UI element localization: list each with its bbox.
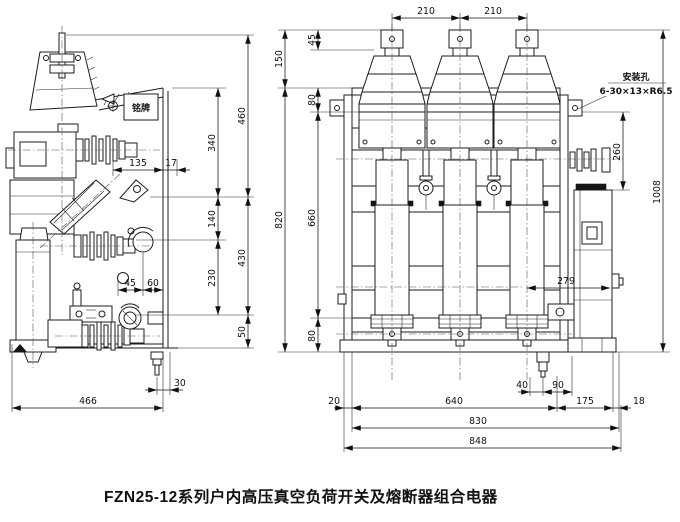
dim-430: 430 bbox=[237, 249, 248, 267]
dim-660: 660 bbox=[307, 209, 318, 227]
dim-466: 466 bbox=[79, 396, 97, 407]
dim-90: 90 bbox=[552, 380, 564, 391]
dim-150: 150 bbox=[274, 50, 285, 68]
dim-210-right: 210 bbox=[484, 6, 502, 17]
mounting-hole-label: 安装孔 bbox=[622, 71, 649, 83]
dim-830: 830 bbox=[469, 416, 487, 427]
dim-1008: 1008 bbox=[652, 180, 663, 204]
dim-230: 230 bbox=[207, 269, 218, 287]
mechanism bbox=[547, 147, 624, 353]
dim-175: 175 bbox=[576, 396, 594, 407]
nameplate-label: 铭牌 bbox=[132, 102, 150, 114]
dim-80-lower: 80 bbox=[307, 330, 318, 342]
dim-135: 135 bbox=[129, 158, 147, 169]
side-view: 铭牌 bbox=[5, 26, 254, 412]
dim-45: 45 bbox=[124, 278, 136, 289]
side-view-dimensions: 135 17 45 60 30 466 340 140 230 bbox=[11, 34, 254, 412]
dim-640: 640 bbox=[445, 396, 463, 407]
mounting-hole-spec: 6-30×13×R6.5 bbox=[599, 87, 672, 97]
dim-260: 260 bbox=[612, 143, 623, 161]
front-view: 安装孔 6-30×13×R6.5 210 210 bbox=[274, 6, 673, 452]
dim-340: 340 bbox=[207, 134, 218, 152]
dim-50: 50 bbox=[237, 326, 248, 338]
mounting-lug-left bbox=[329, 99, 345, 117]
operating-shaft-upper bbox=[132, 231, 154, 253]
dim-279: 279 bbox=[557, 276, 575, 287]
dim-60: 60 bbox=[147, 278, 159, 289]
dim-45-pad: 45 bbox=[307, 34, 318, 46]
dim-210-left: 210 bbox=[417, 6, 435, 17]
dim-17: 17 bbox=[165, 158, 177, 169]
mounting-lug-right bbox=[567, 99, 583, 117]
dim-140: 140 bbox=[207, 210, 218, 228]
nameplate-box bbox=[123, 93, 159, 121]
dim-80-upper: 80 bbox=[307, 94, 318, 106]
panel-small-hole bbox=[117, 272, 129, 284]
dim-848: 848 bbox=[469, 436, 487, 447]
dim-20: 20 bbox=[328, 396, 340, 407]
dim-18: 18 bbox=[633, 396, 645, 407]
mounting-hole-callout: 安装孔 6-30×13×R6.5 bbox=[577, 71, 673, 110]
drawing-title: FZN25-12系列户内高压真空负荷开关及熔断器组合电器 bbox=[104, 489, 498, 506]
front-view-dimensions: 210 210 45 80 660 80 150 820 bbox=[274, 6, 670, 452]
dim-820: 820 bbox=[274, 211, 285, 229]
dim-40: 40 bbox=[516, 380, 528, 391]
dim-460: 460 bbox=[237, 107, 248, 125]
dim-30: 30 bbox=[174, 378, 186, 389]
